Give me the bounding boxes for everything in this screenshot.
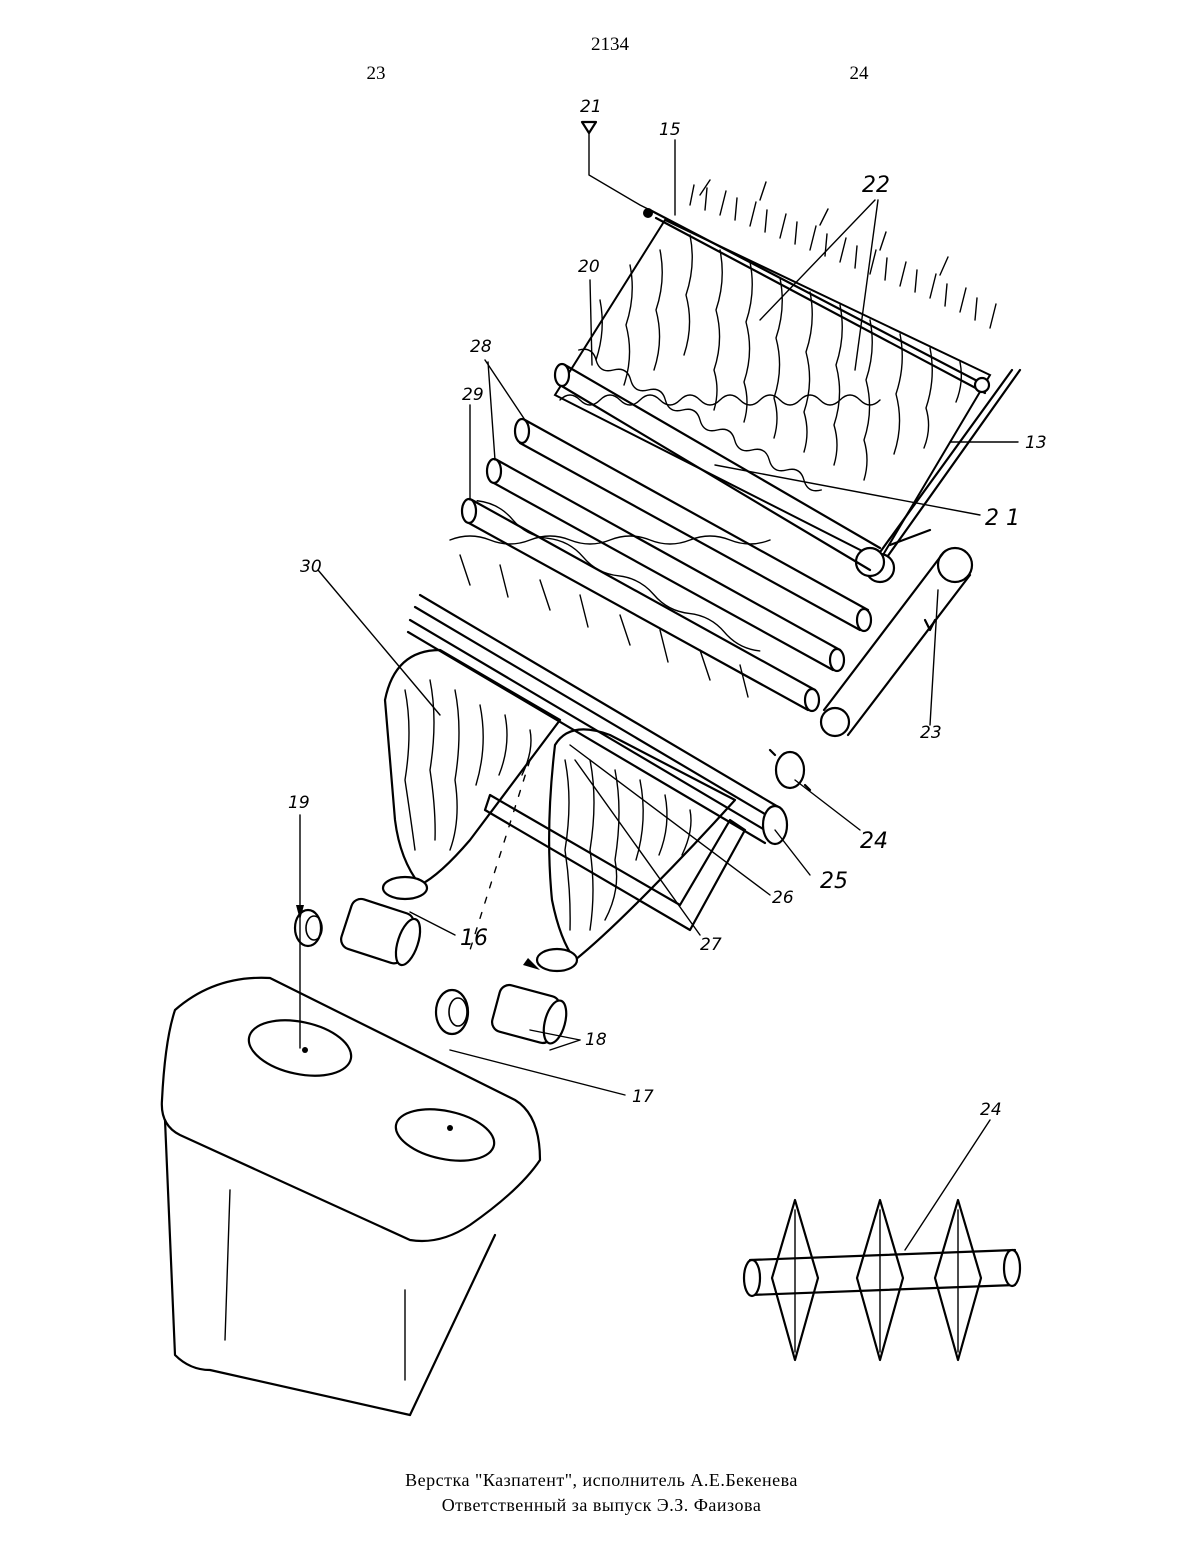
label-17: 17 (632, 1087, 654, 1107)
label-28: 28 (470, 337, 492, 357)
funnel-left (383, 650, 560, 899)
label-22: 22 (862, 173, 890, 198)
roller-16 (339, 896, 425, 968)
triangle-marker (582, 122, 596, 133)
collection-bin (162, 978, 540, 1415)
pulley-belt-23 (821, 548, 972, 736)
roller-18 (490, 983, 571, 1046)
label-26: 26 (772, 888, 794, 908)
label-20: 20 (578, 257, 600, 277)
roller-29 (462, 499, 819, 711)
label-24-main: 24 (860, 829, 888, 854)
label-16: 16 (460, 926, 488, 951)
label-13: 13 (1025, 433, 1047, 453)
center-dash (470, 760, 530, 950)
footer-responsible-editor: Ответственный за выпуск Э.З. Фаизова (0, 1495, 1203, 1516)
label-19: 19 (288, 793, 310, 813)
footer-layout-credit: Верстка "Казпатент", исполнитель А.Е.Бек… (0, 1470, 1203, 1491)
shaft-24 (770, 750, 810, 790)
ring-17 (436, 990, 468, 1034)
label-21-top: 21 (580, 97, 602, 117)
lower-fiber-field (450, 497, 770, 697)
label-23: 23 (920, 723, 942, 743)
label-24-detail: 24 (980, 1100, 1002, 1120)
label-27: 27 (700, 935, 722, 955)
label-21-right: 2 1 (985, 506, 1020, 531)
label-15: 15 (659, 120, 681, 140)
detail-shaft-24 (744, 1200, 1020, 1360)
label-29: 29 (462, 385, 484, 405)
label-18: 18 (585, 1030, 607, 1050)
label-30: 30 (300, 557, 322, 577)
wire-21 (589, 132, 650, 210)
label-25: 25 (820, 869, 848, 894)
